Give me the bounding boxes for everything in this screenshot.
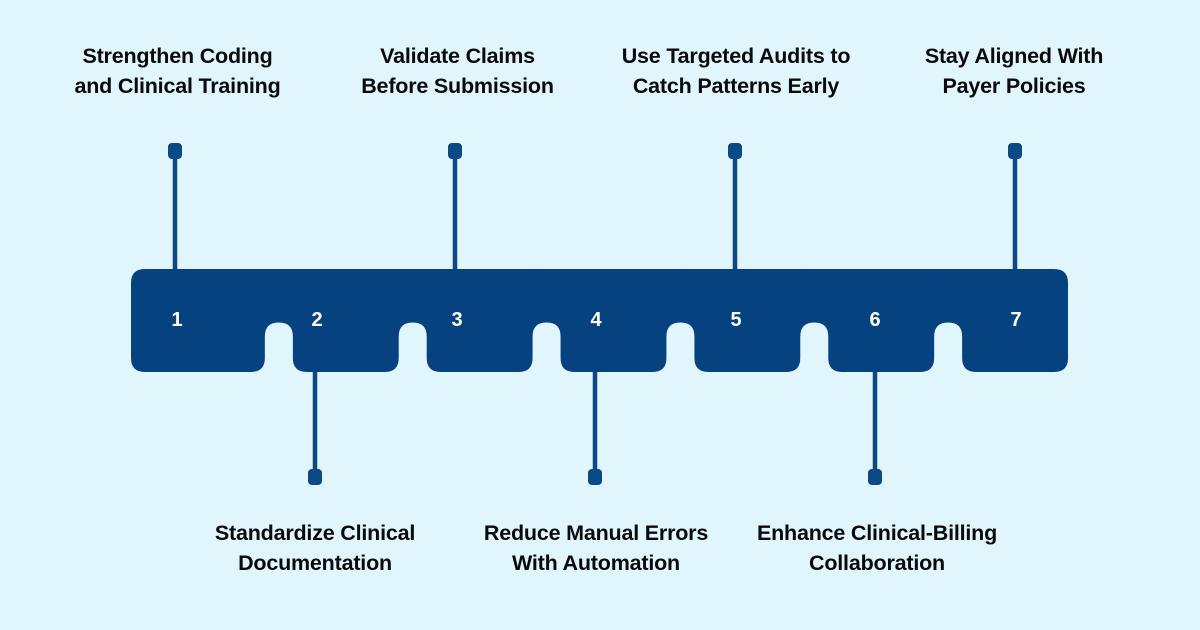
connector-stem-3 <box>452 150 458 269</box>
step-label-6: Enhance Clinical-Billing Collaboration <box>756 521 998 575</box>
step-number-2: 2 <box>311 309 323 331</box>
step-label-5: Use Targeted Audits to Catch Patterns Ea… <box>621 44 851 98</box>
step-block-3[interactable] <box>398 269 561 372</box>
connector-cap-2 <box>308 469 322 485</box>
step-block-1[interactable] <box>131 269 293 372</box>
step-number-5: 5 <box>730 309 742 331</box>
step-label-2: Standardize Clinical Documentation <box>214 521 416 575</box>
step-number-4: 4 <box>590 309 602 331</box>
connector-cap-4 <box>588 469 602 485</box>
step-block-6[interactable] <box>800 269 963 372</box>
connector-stem-6 <box>872 372 878 476</box>
connector-group <box>168 143 1022 485</box>
connector-stem-1 <box>172 150 178 269</box>
connector-stem-2 <box>312 372 318 476</box>
step-block-7[interactable] <box>934 269 1068 372</box>
step-number-3: 3 <box>451 309 463 331</box>
step-number-1: 1 <box>171 309 183 331</box>
step-block-5[interactable] <box>666 269 829 372</box>
step-label-1: Strengthen Coding and Clinical Training <box>74 44 281 98</box>
connector-cap-1 <box>168 143 182 159</box>
step-label-3: Validate Claims Before Submission <box>361 44 554 98</box>
connector-cap-7 <box>1008 143 1022 159</box>
connector-stem-5 <box>732 150 738 269</box>
connector-cap-3 <box>448 143 462 159</box>
step-block-group <box>131 269 1068 372</box>
step-label-7: Stay Aligned With Payer Policies <box>924 44 1104 98</box>
step-label-4: Reduce Manual Errors With Automation <box>483 521 709 575</box>
step-block-4[interactable] <box>532 269 695 372</box>
connector-stem-4 <box>592 372 598 476</box>
connector-cap-5 <box>728 143 742 159</box>
step-number-6: 6 <box>869 309 881 331</box>
step-block-2[interactable] <box>264 269 427 372</box>
connector-stem-7 <box>1012 150 1018 269</box>
step-number-7: 7 <box>1010 309 1022 331</box>
connector-cap-6 <box>868 469 882 485</box>
